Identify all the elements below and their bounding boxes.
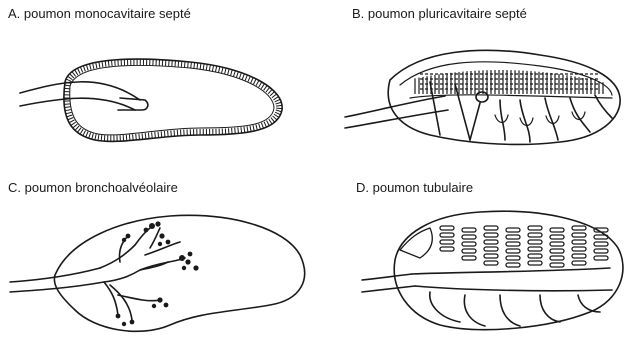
- tube: [484, 261, 498, 265]
- tube: [572, 254, 586, 258]
- tube: [550, 235, 564, 239]
- tube: [550, 249, 564, 253]
- tube: [484, 254, 498, 258]
- tube: [506, 249, 520, 253]
- parallel-tubes: [440, 226, 608, 267]
- tube: [550, 242, 564, 246]
- tube: [440, 240, 454, 244]
- tube: [550, 263, 564, 267]
- tube: [528, 240, 542, 244]
- tube: [572, 233, 586, 237]
- tube: [506, 235, 520, 239]
- tube: [528, 261, 542, 265]
- tube: [462, 242, 476, 246]
- tube: [594, 256, 608, 260]
- tube: [572, 247, 586, 251]
- tube: [440, 247, 454, 251]
- tube: [594, 242, 608, 246]
- tube: [484, 247, 498, 251]
- tube: [528, 254, 542, 258]
- tube: [506, 228, 520, 232]
- tube: [462, 249, 476, 253]
- tube: [572, 261, 586, 265]
- tube: [484, 240, 498, 244]
- tube: [462, 256, 476, 260]
- tube: [484, 233, 498, 237]
- tube: [462, 228, 476, 232]
- tube: [594, 235, 608, 239]
- tube: [528, 247, 542, 251]
- tube: [572, 240, 586, 244]
- tube: [440, 226, 454, 230]
- tube: [506, 242, 520, 246]
- tube: [484, 226, 498, 230]
- tube: [550, 228, 564, 232]
- tube: [550, 256, 564, 260]
- tube: [440, 233, 454, 237]
- tube: [528, 226, 542, 230]
- tube: [528, 233, 542, 237]
- tube: [594, 249, 608, 253]
- tube: [506, 263, 520, 267]
- tube: [506, 256, 520, 260]
- tube: [572, 226, 586, 230]
- tube: [462, 235, 476, 239]
